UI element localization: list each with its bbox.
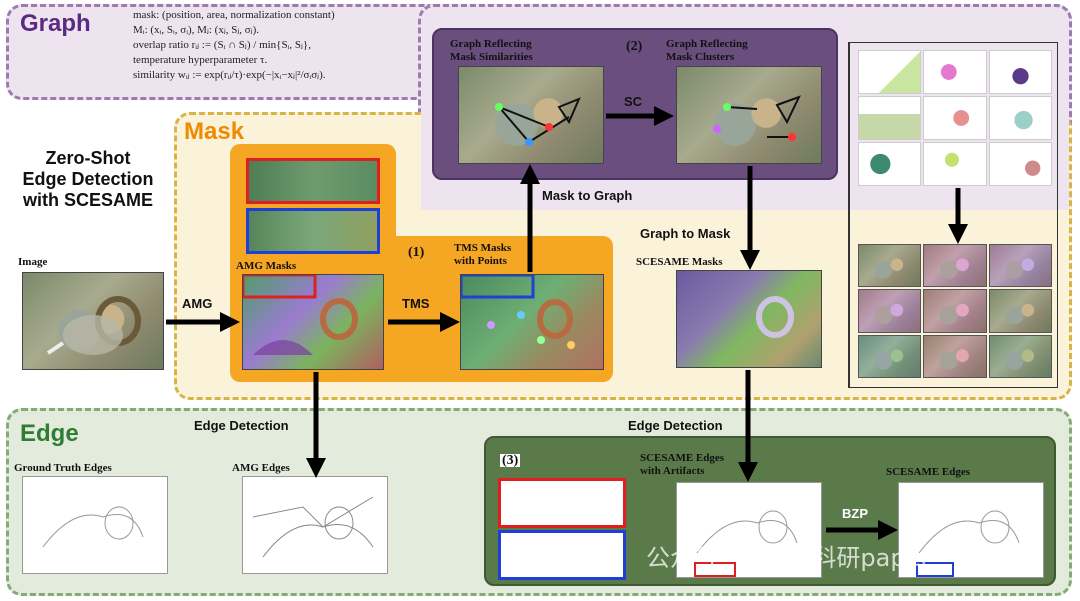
- scesame-artifacts-label-1: SCESAME Edges: [640, 452, 725, 464]
- mask-grid-panel: [858, 50, 1052, 186]
- mask-grid-cell: [988, 142, 1052, 186]
- graph-to-mask-label: Graph to Mask: [640, 226, 731, 241]
- mask-to-graph-label: Mask to Graph: [542, 188, 633, 203]
- cluster-grid-cell: [923, 289, 987, 333]
- formula-line-2: Mᵢ: (xᵢ, Sᵢ, σᵢ), Mⱼ: (xⱼ, Sⱼ, σⱼ).: [133, 24, 260, 36]
- graph-clusters-image: [676, 66, 822, 164]
- right-panel-frame: [848, 42, 1058, 388]
- mask-grid-cell: [923, 50, 987, 94]
- graph-clu-label-1: Graph Reflecting: [666, 38, 748, 50]
- amg-edges-icon: [252, 496, 374, 558]
- edge-section-title: Edge: [20, 420, 79, 447]
- amg-crop-red: [246, 158, 380, 204]
- graph-clu-label-2: Mask Clusters: [666, 51, 735, 63]
- ram-photo-icon: [46, 296, 141, 355]
- cluster-grid-cell: [923, 244, 987, 288]
- cluster-grid-cell: [858, 289, 922, 333]
- step-3-marker: (3): [500, 453, 521, 468]
- step-1-marker: (1): [408, 245, 425, 260]
- cluster-grid-panel: [858, 244, 1052, 378]
- edge-crop-blue: [498, 530, 626, 580]
- graph-similarities-image: [458, 66, 604, 164]
- scesame-edges-label: SCESAME Edges: [886, 466, 971, 478]
- tms-masks-image: [460, 274, 604, 370]
- cluster-grid-cell: [988, 244, 1052, 288]
- cluster-grid-cell: [923, 334, 987, 378]
- image-label: Image: [18, 256, 48, 268]
- mask-grid-cell: [858, 50, 922, 94]
- mask-grid-cell: [858, 96, 922, 140]
- graph-clusters-icon: [713, 95, 801, 141]
- edge-crop-red: [498, 478, 626, 528]
- cluster-grid-cell: [988, 289, 1052, 333]
- scesame-artifacts-label-2: with Artifacts: [640, 465, 705, 477]
- gt-edges-icon: [42, 506, 144, 548]
- gt-edges-label: Ground Truth Edges: [14, 462, 112, 474]
- graph-similarities-icon: [495, 97, 581, 146]
- tms-masks-label-2: with Points: [454, 255, 507, 267]
- scesame-edges-image: [898, 482, 1044, 578]
- bzp-arrow-label: BZP: [842, 506, 868, 521]
- scesame-artifacts-image: [676, 482, 822, 578]
- cluster-grid-cell: [988, 334, 1052, 378]
- step-2-marker: (2): [626, 39, 643, 54]
- amg-edges-image: [242, 476, 388, 574]
- amg-edges-label: AMG Edges: [232, 462, 290, 474]
- mask-section-title: Mask: [184, 118, 245, 145]
- tms-arrow-label: TMS: [402, 296, 430, 311]
- scesame-masks-image: [676, 270, 822, 368]
- scesame-masks-icon: [756, 296, 794, 338]
- amg-masks-overlay-icon: [243, 275, 358, 355]
- amg-crop-blue: [246, 208, 380, 254]
- sc-arrow-label: SC: [624, 94, 643, 109]
- main-title: Zero-Shot Edge Detection with SCESAME: [8, 148, 168, 211]
- formula-line-4: temperature hyperparameter τ.: [133, 54, 268, 66]
- graph-section-title: Graph: [20, 10, 91, 37]
- main-title-line-2: Edge Detection: [22, 169, 154, 189]
- graph-sim-label-1: Graph Reflecting: [450, 38, 532, 50]
- cluster-grid-cell: [858, 334, 922, 378]
- tms-masks-label-1: TMS Masks: [454, 242, 512, 254]
- mask-grid-cell: [923, 96, 987, 140]
- scesame-edges-icon: [916, 510, 1020, 577]
- scesame-masks-label: SCESAME Masks: [636, 256, 723, 268]
- input-image: [22, 272, 164, 370]
- edge-detection-left-label: Edge Detection: [194, 418, 289, 433]
- formula-line-1: mask: (position, area, normalization con…: [133, 9, 335, 21]
- main-title-line-3: with SCESAME: [22, 190, 153, 210]
- edge-detection-right-label: Edge Detection: [628, 418, 723, 433]
- main-title-line-1: Zero-Shot: [45, 148, 131, 168]
- graph-sim-label-2: Mask Similarities: [450, 51, 533, 63]
- mask-grid-cell: [858, 142, 922, 186]
- formula-box: mask: (position, area, normalization con…: [133, 8, 413, 96]
- amg-masks-label: AMG Masks: [236, 260, 297, 272]
- tms-masks-points-icon: [461, 275, 575, 349]
- gt-edges-image: [22, 476, 168, 574]
- mask-grid-cell: [923, 142, 987, 186]
- scesame-artifacts-icon: [694, 510, 798, 577]
- amg-arrow-label: AMG: [182, 296, 213, 311]
- formula-line-5: similarity wᵢⱼ := exp(rᵢⱼ/τ)·exp(−|xᵢ−xⱼ…: [133, 69, 326, 81]
- mask-grid-cell: [988, 96, 1052, 140]
- watermark: 公众号 · AI算法科研paper: [646, 544, 931, 572]
- formula-line-3: overlap ratio rᵢⱼ := (Sᵢ ∩ Sⱼ) / min{Sᵢ,…: [133, 39, 311, 51]
- mask-grid-cell: [988, 50, 1052, 94]
- cluster-grid-cell: [858, 244, 922, 288]
- amg-masks-image: [242, 274, 384, 370]
